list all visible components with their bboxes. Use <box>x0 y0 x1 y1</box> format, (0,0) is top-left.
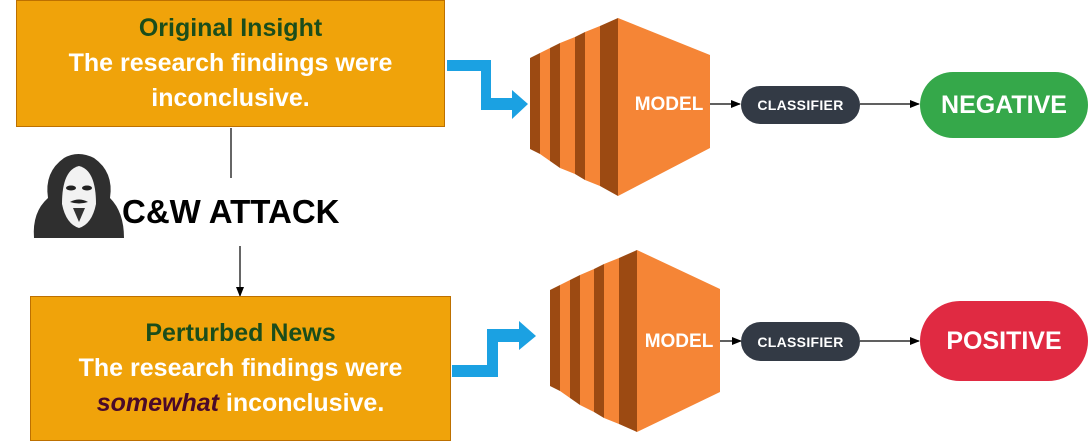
model-stack-top <box>530 18 710 196</box>
perturbed-sentence-line1: The research findings were <box>78 354 403 382</box>
model-label-bottom: MODEL <box>644 331 714 352</box>
model-stack-bottom <box>550 250 720 432</box>
perturbation-word: somewhat <box>96 389 219 417</box>
original-sentence-line2: inconclusive. <box>151 84 310 112</box>
classifier-top: CLASSIFIER <box>741 86 860 124</box>
perturbed-sentence-line2: somewhat inconclusive. <box>97 386 385 421</box>
input-arrow-bottom <box>452 321 536 377</box>
input-arrow-top <box>447 60 528 119</box>
model-label-top: MODEL <box>634 94 704 115</box>
result-positive: POSITIVE <box>920 301 1088 381</box>
perturbed-news-heading: Perturbed News <box>145 319 336 347</box>
perturbed-news-box: Perturbed News The research findings wer… <box>30 296 451 441</box>
original-sentence-line1: The research findings were <box>68 49 393 77</box>
classifier-bottom: CLASSIFIER <box>741 322 860 361</box>
attack-label: C&W ATTACK <box>122 193 340 230</box>
original-insight-heading: Original Insight <box>138 14 323 42</box>
result-negative: NEGATIVE <box>920 72 1088 138</box>
original-insight-box: Original Insight The research findings w… <box>16 0 445 127</box>
hacker-icon <box>33 154 124 238</box>
perturbed-sentence-rest: inconclusive. <box>218 389 385 417</box>
